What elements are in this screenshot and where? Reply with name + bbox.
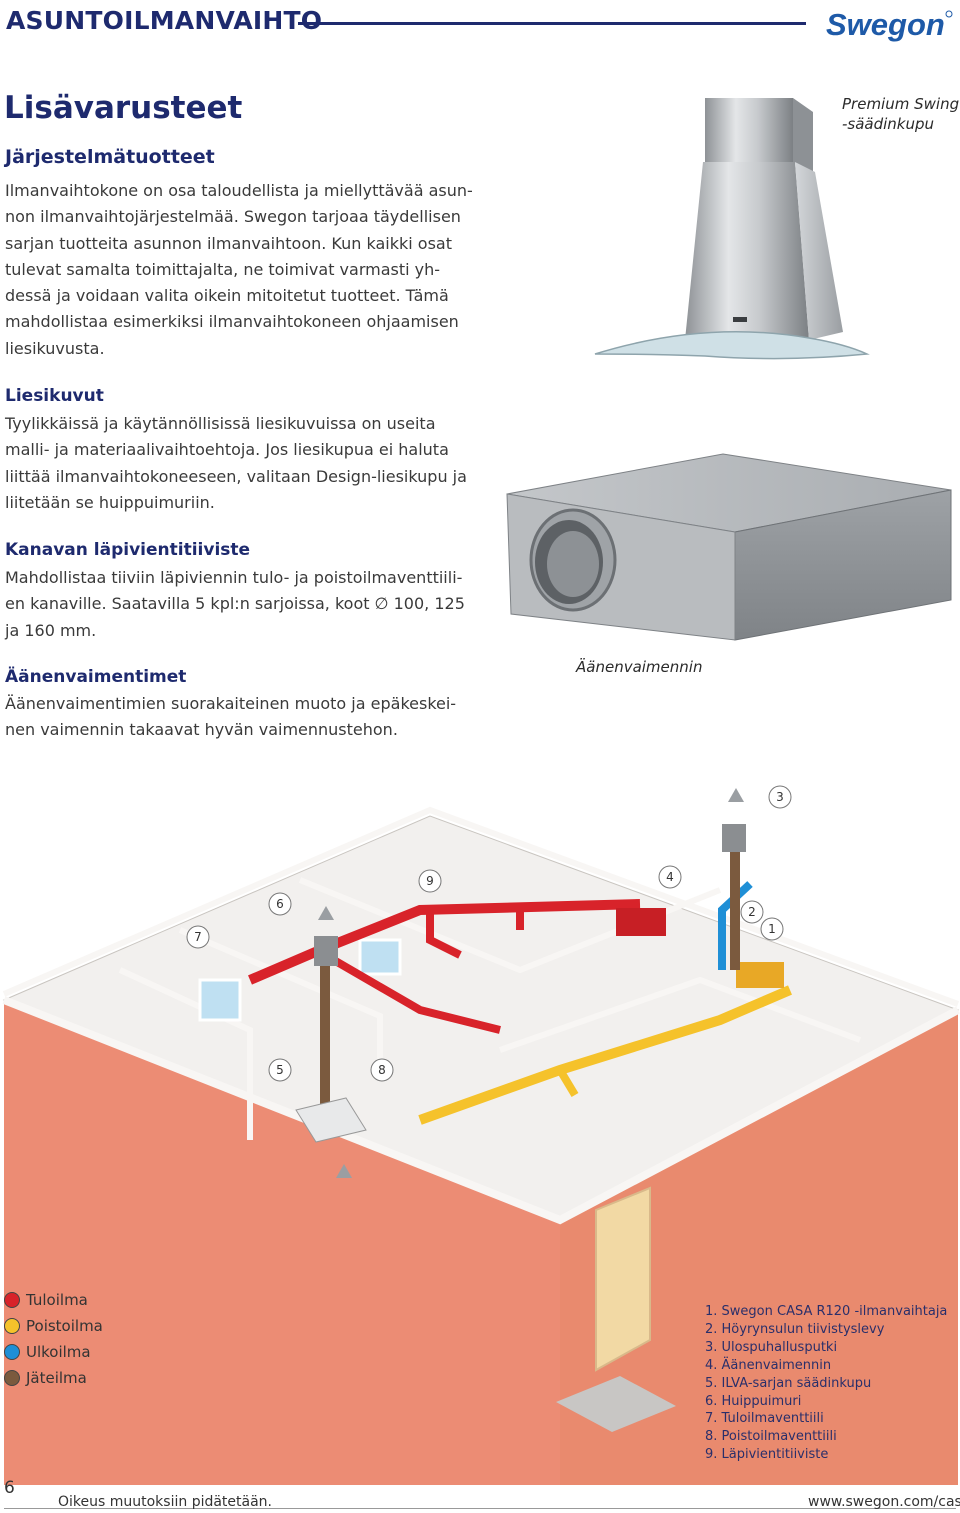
legend-item-extract: Poistoilma <box>4 1317 103 1335</box>
silencer-box <box>616 908 666 936</box>
extract-duct <box>418 985 792 1125</box>
legend-swatch <box>4 1292 20 1308</box>
footer-note: Oikeus muutoksiin pidätetään. <box>58 1494 273 1510</box>
text-line: malli- ja materiaalivaihtoehtoja. Jos li… <box>5 440 449 460</box>
window <box>198 978 242 1022</box>
exhaust-pipe <box>730 840 740 970</box>
section-heading-seal: Kanavan läpivientitiiviste <box>5 540 251 560</box>
parts-list: 1. Swegon CASA R120 -ilmanvaihtaja 2. Hö… <box>705 1303 947 1464</box>
page-title: Lisävarusteet <box>4 90 243 126</box>
svg-text:Swegon: Swegon <box>826 7 945 42</box>
svg-text:2: 2 <box>748 905 756 919</box>
marker-6: 6 <box>268 892 292 916</box>
parts-list-item: 5. ILVA-sarjan säädinkupu <box>705 1375 872 1391</box>
footer-rule <box>4 1508 956 1509</box>
section-heading-silencers: Äänenvaimentimet <box>5 667 187 687</box>
parts-list-item: 1. Swegon CASA R120 -ilmanvaihtaja <box>705 1304 948 1319</box>
text-line: liesikuvusta. <box>5 338 105 358</box>
marker-4: 4 <box>658 865 682 889</box>
caption-line: -säädinkupu <box>842 115 935 133</box>
door-step <box>556 1376 676 1432</box>
svg-text:8: 8 <box>378 1063 386 1077</box>
caption-hood: Premium Swing -säädinkupu <box>842 94 959 134</box>
text-line: Ilmanvaihtokone on osa taloudellista ja … <box>5 181 473 200</box>
caption-silencer: Äänenvaimennin <box>576 658 703 676</box>
text-line: liitetään se huippuimuriin. <box>5 492 215 512</box>
marker-9: 9 <box>418 869 442 893</box>
text-line: mahdollistaa esimerkiksi ilmanvaihtokone… <box>5 312 459 332</box>
ventilation-diagram: 3 4 9 6 7 2 1 5 8 <box>2 785 960 1485</box>
parts-list-item: 3. Ulospuhallusputki <box>705 1339 838 1355</box>
svg-text:3: 3 <box>776 790 784 804</box>
legend-label: Tuloilma <box>26 1291 88 1309</box>
text-line: ja 160 mm. <box>5 620 97 640</box>
parts-list-item: 9. Läpivientitiiviste <box>705 1447 829 1463</box>
legend-label: Poistoilma <box>26 1317 103 1335</box>
house-front-wall <box>4 1000 560 1485</box>
exhaust-pipe <box>320 960 330 1110</box>
legend-label: Ulkoilma <box>26 1343 91 1361</box>
cooker-hood <box>295 1097 367 1143</box>
parts-list-item: 6. Huippuimuri <box>705 1393 802 1409</box>
legend-swatch <box>4 1344 20 1360</box>
legend-item-exhaust: Jäteilma <box>4 1369 87 1387</box>
door <box>595 1186 651 1372</box>
house-side-wall <box>560 1010 958 1485</box>
svg-text:9: 9 <box>426 874 434 888</box>
text-line: dessä ja voidaan valita oikein mitoitetu… <box>5 286 449 306</box>
airflow-arrow <box>336 1164 352 1178</box>
airflow-arrow <box>318 906 334 920</box>
text-line: non ilmanvaihtojärjestelmää. Swegon tarj… <box>5 207 461 227</box>
cooker-hood-image <box>594 98 870 360</box>
supply-duct <box>248 899 641 985</box>
footer-url[interactable]: www.swegon.com/casa <box>808 1494 960 1510</box>
document-header-title: ASUNTOILMANVAIHTO <box>6 6 323 35</box>
svg-text:4: 4 <box>666 870 674 884</box>
parts-list-item: 4. Äänenvaimennin <box>705 1357 832 1373</box>
marker-7: 7 <box>186 925 210 949</box>
swegon-logo: Swegon <box>826 7 953 42</box>
legend-swatch <box>4 1370 20 1386</box>
svg-text:6: 6 <box>276 897 284 911</box>
roof-fan <box>722 824 746 852</box>
header-rule <box>298 22 806 25</box>
airflow-arrow <box>728 788 744 802</box>
section-body-seal: Mahdollistaa tiiviin läpiviennin tulo- j… <box>5 565 475 644</box>
text-line: Äänenvaimentimien suorakaiteinen muoto j… <box>5 694 457 713</box>
marker-3: 3 <box>768 785 792 809</box>
window <box>358 938 402 976</box>
text-line: liittää ilmanvaihtokoneeseen, valitaan D… <box>5 466 467 486</box>
legend-swatch <box>4 1318 20 1334</box>
parts-list-item: 2. Höyrynsulun tiivistyslevy <box>705 1321 885 1337</box>
section-body-hoods: Tyylikkäissä ja käytännöllisissä liesiku… <box>5 411 475 516</box>
outdoor-duct <box>718 881 753 970</box>
marker-5: 5 <box>268 1058 292 1082</box>
section-heading-system: Järjestelmätuotteet <box>5 146 215 168</box>
legend-item-supply: Tuloilma <box>4 1291 88 1309</box>
parts-list-item: 8. Poistoilmaventtiili <box>705 1429 837 1445</box>
text-line: Tyylikkäissä ja käytännöllisissä liesiku… <box>5 414 436 433</box>
roof-fan <box>314 936 338 966</box>
text-line: nen vaimennin takaavat hyvän vaimennuste… <box>5 720 398 740</box>
text-line: Mahdollistaa tiiviin läpiviennin tulo- j… <box>5 568 463 587</box>
marker-2: 2 <box>740 900 764 924</box>
svg-text:1: 1 <box>768 922 776 936</box>
page-number: 6 <box>4 1478 15 1498</box>
parts-list-item: 7. Tuloilmaventtiili <box>705 1411 824 1427</box>
text-line: sarjan tuotteita asunnon ilmanvaihtoon. … <box>5 233 452 253</box>
section-body-system: Ilmanvaihtokone on osa taloudellista ja … <box>5 178 475 362</box>
legend-label: Jäteilma <box>26 1369 87 1387</box>
text-line: tulevat samalta toimittajalta, ne toimiv… <box>5 259 441 279</box>
section-heading-hoods: Liesikuvut <box>5 386 104 406</box>
caption-line: Premium Swing <box>842 95 960 113</box>
marker-1: 1 <box>760 917 784 941</box>
svg-text:7: 7 <box>194 930 202 944</box>
section-body-silencers: Äänenvaimentimien suorakaiteinen muoto j… <box>5 691 475 744</box>
ventilation-unit <box>736 962 784 988</box>
legend-item-outdoor: Ulkoilma <box>4 1343 91 1361</box>
marker-8: 8 <box>370 1058 394 1082</box>
silencer-image <box>506 453 952 641</box>
text-line: en kanaville. Saatavilla 5 kpl:n sarjois… <box>5 594 465 614</box>
svg-text:5: 5 <box>276 1063 284 1077</box>
